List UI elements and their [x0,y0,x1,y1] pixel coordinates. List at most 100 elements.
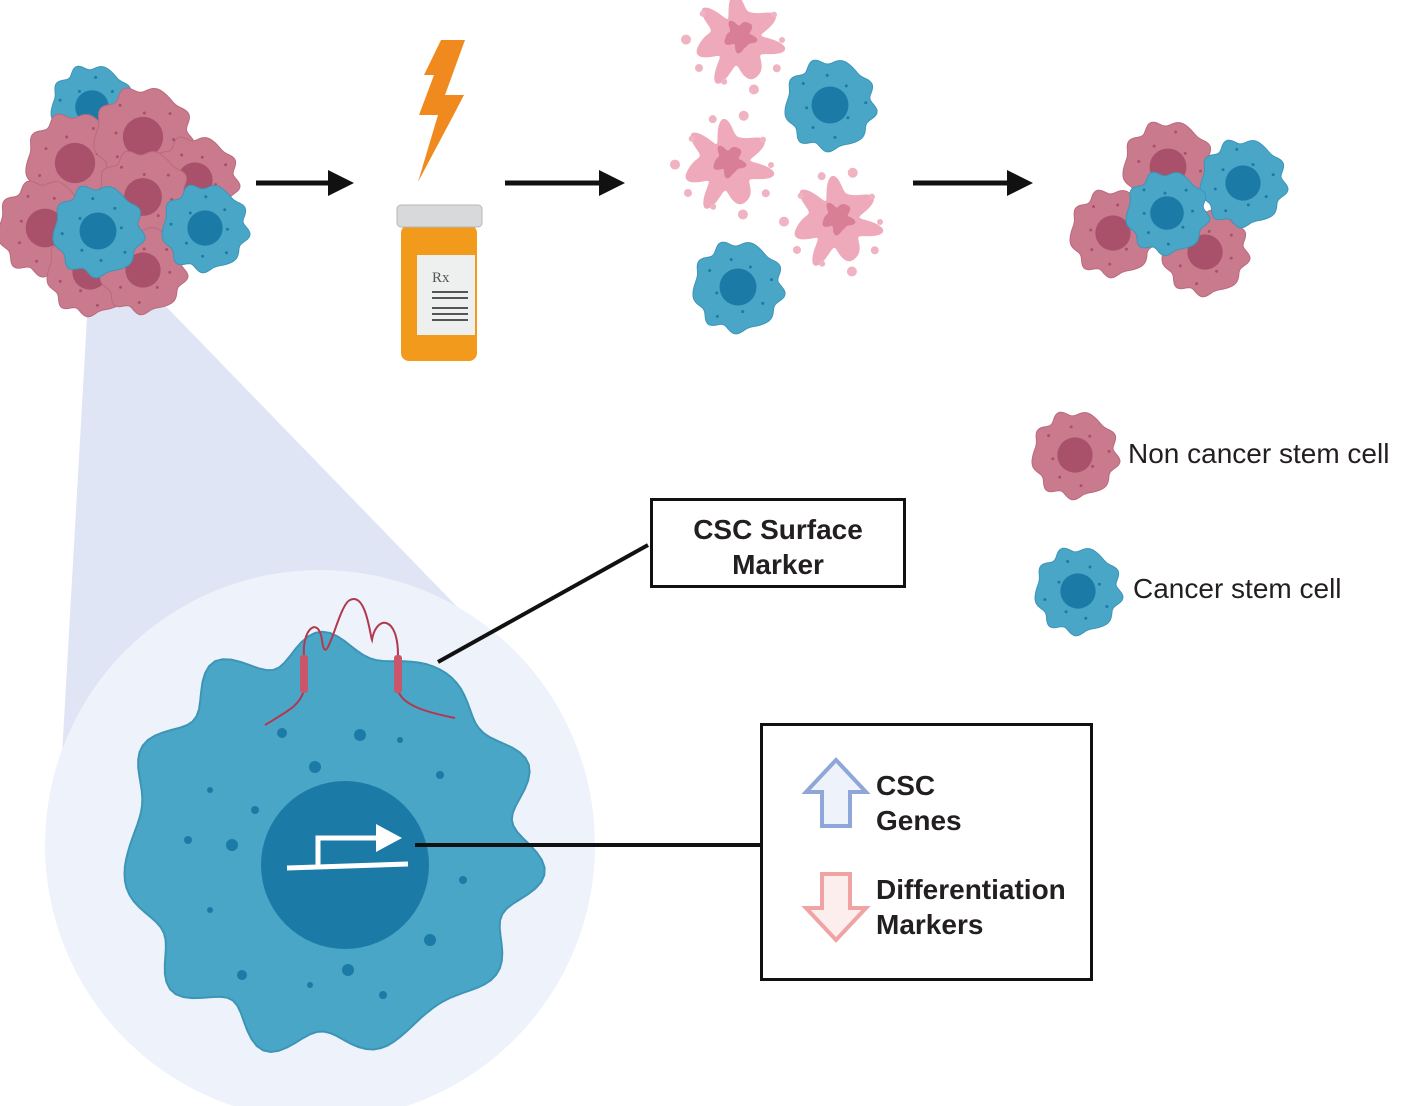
diff-markers-line1: Differentiation [876,874,1066,905]
cell-granule [1043,597,1047,601]
cell-debris [708,115,717,124]
csc-genes-line1: CSC [876,770,936,801]
cell-granule [137,301,141,305]
cell-nucleus [122,116,164,158]
cell-debris [846,266,857,277]
cell-nucleus-fragment [822,202,856,236]
cell-granule [225,251,229,255]
cell-granule [172,138,176,142]
cell-granule [309,761,321,773]
cell-granule [436,771,444,779]
cell-granule [168,270,172,274]
cell-granule [342,964,354,976]
cell-granule [169,222,173,226]
cell-nucleus-fragment [713,145,747,179]
cell-granule [864,101,868,105]
cell-granule [94,75,98,79]
cell-granule [156,214,160,218]
cell-debris [694,63,703,72]
cell-granule [114,131,118,135]
cell-granule [805,106,809,110]
cancer-stem-cell [161,184,251,274]
connector-line [437,543,649,664]
cell-granule [1079,484,1083,488]
cell-granule [1108,262,1112,266]
cell-granule [110,90,114,94]
cell-granule [811,125,815,129]
cell-granule [825,73,829,77]
diff-markers-line2: Markers [876,909,984,940]
cell-granule [58,279,62,283]
cancer-stem-cell [784,59,878,153]
receptor-icon [264,598,456,726]
cell-granule [846,116,850,120]
arrow-right-icon [599,170,625,196]
cell-granule [99,259,103,263]
cell-granule [201,254,205,258]
cell-granule [748,265,752,269]
cell-granule [1264,195,1268,199]
cell-granule [1221,168,1225,172]
cell-granule [142,247,146,251]
cell-granule [155,285,159,289]
cell-granule [1235,147,1239,151]
cell-granule [1181,225,1185,229]
cell-granule [19,219,23,223]
cell-granule [459,876,467,884]
cell-granule [188,211,192,215]
cell-granule [1166,242,1170,246]
cell-granule [1090,248,1094,252]
cell-debris [779,37,785,43]
cell-debris [710,203,717,210]
cell-granule [844,84,848,88]
cell-granule [770,278,774,282]
cell-nucleus [79,212,117,250]
dying-cell [681,0,786,95]
cell-debris [738,110,749,121]
cell-granule [833,135,837,139]
cancer-stem-cell [1125,171,1211,257]
cell-granule [1142,188,1146,192]
cell-granule [95,303,99,307]
bottle-cap [396,204,483,228]
cell-granule [1271,173,1275,177]
cell-nucleus [54,142,96,184]
cell-granule [184,241,188,245]
cell-granule [118,103,122,107]
cell-granule [1178,264,1182,268]
cell-debris [770,11,777,18]
promoter-arrow-icon [376,824,402,852]
cell-granule [60,232,64,236]
cell-granule [1088,565,1092,569]
cell-debris [768,162,774,168]
cell-debris [688,135,695,142]
cell-granule [38,173,42,177]
cell-granule [277,728,287,738]
cell-granule [204,195,208,199]
cell-debris [681,34,692,45]
cell-granule [91,126,95,130]
surface-marker-line1: CSC Surface [693,514,863,545]
cell-granule [1097,582,1101,586]
cell-granule [142,173,146,177]
cell-nucleus [1150,196,1184,230]
cell-granule [379,991,387,999]
cell-granule [354,729,366,741]
cell-debris [721,78,728,85]
rx-symbol: Rx [432,270,450,286]
cell-granule [225,227,229,231]
cell-granule [79,289,83,293]
cell-granule [180,153,184,157]
cell-debris [759,136,766,143]
cell-granule [91,197,95,201]
cell-granule [1224,209,1228,213]
cell-debris [797,192,804,199]
zoomed-cancer-stem-cell [123,598,546,1054]
receptor-transmembrane [394,655,402,693]
cell-granule [1084,616,1088,620]
cell-debris [868,193,875,200]
cell-granule [65,135,69,139]
cell-granule [1116,203,1120,207]
non-cancer-stem-cell [1031,411,1121,501]
